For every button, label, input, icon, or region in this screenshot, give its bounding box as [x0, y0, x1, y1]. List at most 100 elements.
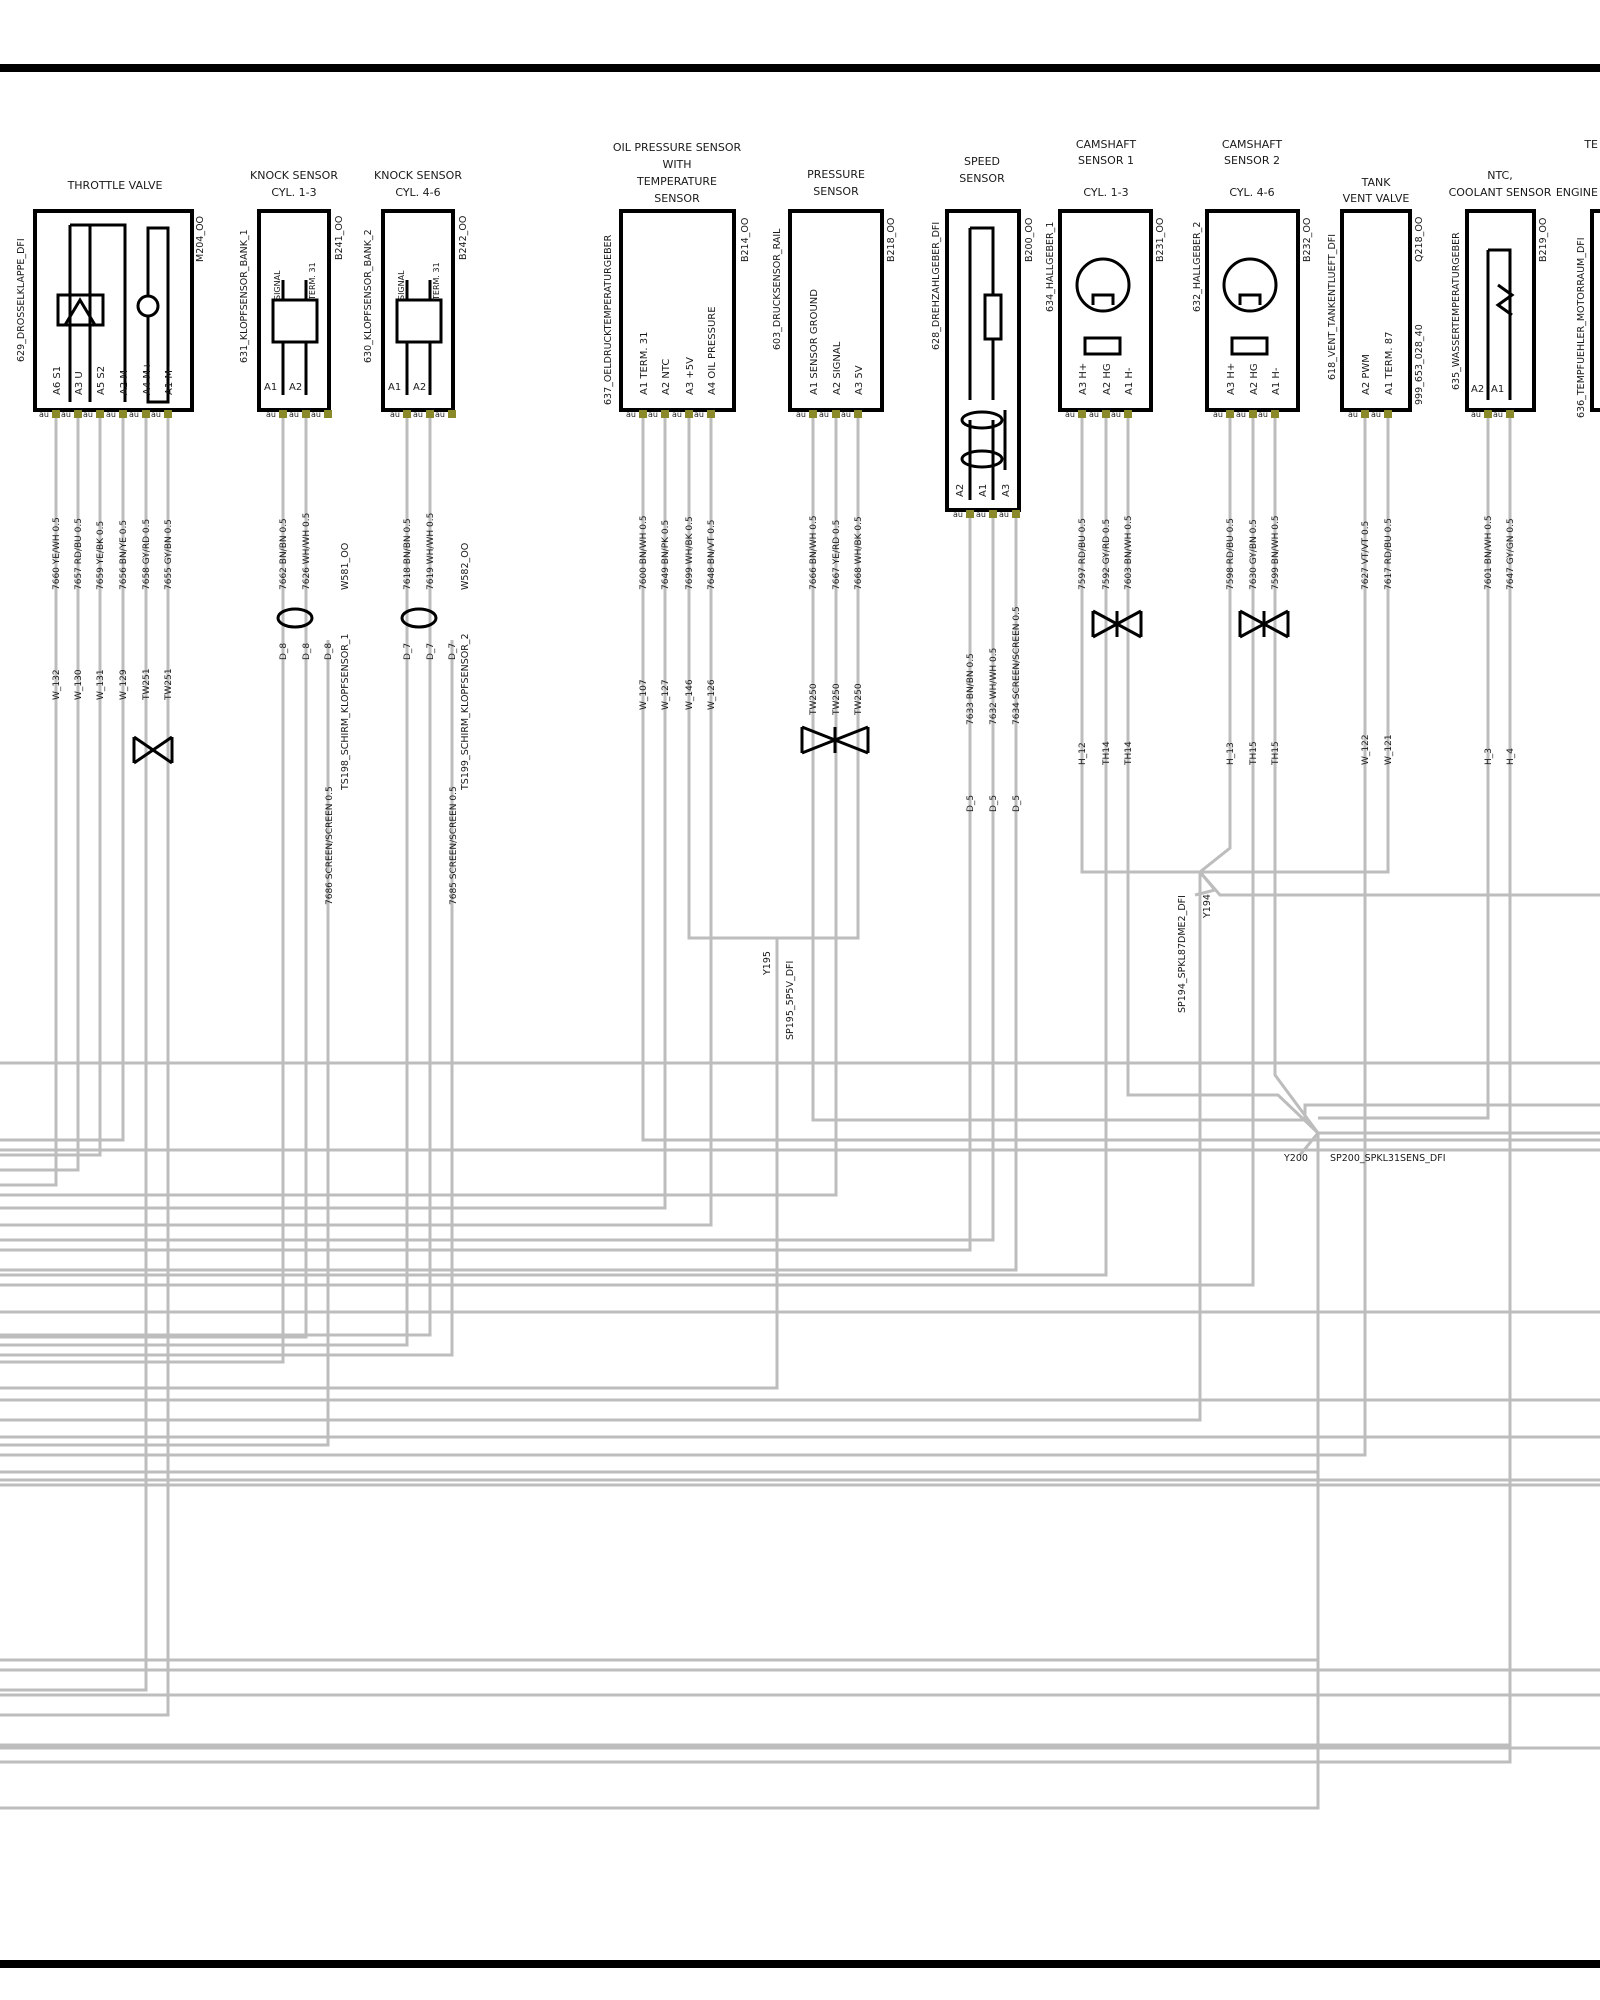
harness-wires	[0, 412, 1600, 1810]
pin-tab	[448, 410, 456, 418]
pin-tab	[1124, 410, 1132, 418]
throttle-part-id: 629_DROSSELKLAPPE_DFI	[16, 238, 27, 362]
component-tank-vent-valve: TANK VENT VALVE 618_VENT_TANKENTLUEFT_DF…	[1327, 176, 1425, 412]
pressure-part-id: 603_DRUCKSENSOR_RAIL	[772, 228, 783, 350]
cam1-title-line2: SENSOR 1	[1078, 154, 1134, 167]
connector-label: D_7	[448, 643, 458, 660]
wire-label: 7618 BN/BN 0.5	[403, 518, 413, 590]
cam1-title-line1: CAMSHAFT	[1076, 138, 1137, 151]
pin-tab-label: au	[1493, 410, 1503, 419]
tank-title-line1: TANK	[1361, 176, 1392, 189]
connector-label: TH14	[1102, 741, 1112, 766]
knock2-inner-signal: SIGNAL	[397, 270, 406, 300]
connector-label: D_8	[302, 643, 312, 660]
pin-tab	[685, 410, 693, 418]
tank-title-line2: VENT VALVE	[1343, 192, 1410, 205]
speed-pin-a1: A1	[978, 484, 989, 497]
pin-tab-label: au	[83, 410, 93, 419]
connector-label: W_126	[707, 679, 717, 710]
knock1-pin-a1: A1	[264, 382, 277, 393]
component-pressure-sensor: PRESSURE SENSOR 603_DRUCKSENSOR_RAIL B21…	[772, 168, 897, 412]
speed-title-line1: SPEED	[964, 155, 1000, 168]
tank-code: Q218_OO	[1414, 217, 1425, 262]
wire-label: 7603 BN/WH 0.5	[1124, 515, 1134, 590]
wire-label: 7699 WH/BK 0.5	[685, 516, 695, 590]
pin-tab-label: au	[1258, 410, 1268, 419]
pin-label: A3 5V	[854, 365, 865, 395]
throttle-title: THROTTLE VALVE	[67, 179, 163, 192]
pin-tab	[854, 410, 862, 418]
oil-title-line3: TEMPERATURE	[636, 175, 717, 188]
pin-label: A2 HG	[1102, 363, 1113, 395]
pin-tab	[639, 410, 647, 418]
pin-tab	[142, 410, 150, 418]
twist-markers	[132, 609, 1290, 765]
pin-tab	[989, 510, 997, 518]
connector-label: TW250	[809, 683, 819, 716]
connector-label: W_131	[96, 669, 106, 700]
wire-label: 7668 WH/BK 0.5	[854, 516, 864, 590]
cam1-title-line3: CYL. 1-3	[1083, 186, 1128, 199]
pin-tab-label: au	[796, 410, 806, 419]
shield-knock-1: W581_OO TS198_SCHIRM_KLOPFSENSOR_1 7686 …	[276, 543, 351, 905]
knock2-title-line1: KNOCK SENSOR	[374, 169, 462, 182]
wire-label: 7592 GY/RD 0.5	[1102, 519, 1112, 590]
connector-label: TW250	[854, 683, 864, 716]
wire-label: 7599 BN/WH 0.5	[1271, 515, 1281, 590]
oil-code: B214_OO	[740, 218, 751, 262]
knock1-shield-label: TS198_SCHIRM_KLOPFSENSOR_1	[340, 633, 351, 791]
oil-title-line2: WITH	[662, 158, 691, 171]
pin-tab-label: au	[976, 510, 986, 519]
cam2-title-line2: SENSOR 2	[1224, 154, 1280, 167]
pin-label: A2 SIGNAL	[832, 341, 843, 395]
pin-tab	[302, 410, 310, 418]
wire-label: 7601 BN/WH 0.5	[1484, 515, 1494, 590]
pin-tab-label: au	[413, 410, 423, 419]
pin-tab-label: au	[151, 410, 161, 419]
pin-tab	[279, 410, 287, 418]
connector-label: D_7	[426, 643, 436, 660]
splice-y194-id: Y194	[1202, 894, 1213, 919]
knock2-inner-term31: TERM. 31	[432, 262, 441, 301]
connector-label: W_130	[74, 669, 84, 700]
connector-label: W_127	[661, 679, 671, 710]
pin-tab-label: au	[1348, 410, 1358, 419]
splice-y194: Y194 SP194_SPKL87DME2_DFI	[1177, 894, 1213, 1013]
pin-tab	[96, 410, 104, 418]
connector-label: H_12	[1078, 742, 1088, 765]
pin-tab	[1102, 410, 1110, 418]
wire-label: 7666 BN/WH 0.5	[809, 515, 819, 590]
wire-label: 7659 YE/BK 0.5	[96, 521, 106, 590]
component-ntc-coolant-sensor: NTC, COOLANT SENSOR 635_WASSERTEMPERATUR…	[1449, 169, 1552, 412]
pin-tab-label: au	[1236, 410, 1246, 419]
pin-tab-label: au	[694, 410, 704, 419]
connector-label: D_5	[1012, 795, 1022, 812]
pin-tab	[1484, 410, 1492, 418]
throttle-code: M204_OO	[195, 216, 206, 262]
component-camshaft-sensor-2: CAMSHAFT SENSOR 2 CYL. 4-6 632_HALLGEBER…	[1192, 138, 1313, 412]
knock2-title-line2: CYL. 4-6	[395, 186, 440, 199]
wire-label: 7647 GY/GN 0.5	[1506, 518, 1516, 590]
splice-y195: Y195 SP195_5P5V_DFI	[762, 951, 796, 1040]
pin-label: A1 H-	[1124, 367, 1135, 395]
knock2-pin-a1: A1	[388, 382, 401, 393]
connector-label: H_4	[1506, 748, 1516, 765]
splice-y200-label: SP200_SPKL31SENS_DFI	[1330, 1153, 1446, 1164]
component-knock-sensor-1: KNOCK SENSOR CYL. 1-3 631_KLOPFSENSOR_BA…	[239, 169, 345, 412]
knock2-pin-a2: A2	[413, 382, 426, 393]
pin-tab-label: au	[266, 410, 276, 419]
knock1-inner-term31: TERM. 31	[308, 262, 317, 301]
connector-label: H_13	[1226, 742, 1236, 765]
pin-tab-label: au	[1065, 410, 1075, 419]
engine-title-line1: TE	[1583, 138, 1598, 151]
splice-y200-id: Y200	[1283, 1153, 1308, 1164]
connector-label: W_122	[1361, 734, 1371, 765]
pin-tab-label: au	[1371, 410, 1381, 419]
wire-label: 7630 GY/BN 0.5	[1249, 519, 1259, 590]
cam1-code: B231_OO	[1155, 218, 1166, 262]
pin-tab	[966, 510, 974, 518]
engine-title-line2: ENGINE	[1556, 186, 1598, 199]
pin-tab-label: au	[999, 510, 1009, 519]
pin-label: A6 S1	[52, 366, 63, 395]
ntc-code: B219_OO	[1538, 218, 1549, 262]
